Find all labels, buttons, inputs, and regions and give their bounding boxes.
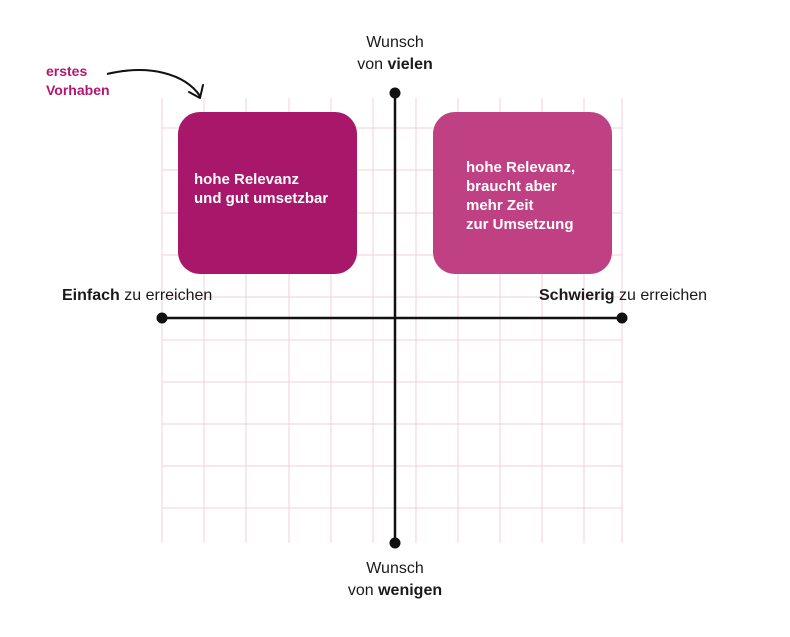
axis-endpoint-left	[156, 312, 168, 324]
axis-label-right: Schwierig zu erreichen	[539, 285, 707, 307]
axis-endpoint-right	[616, 312, 628, 324]
axis-endpoint-top	[389, 87, 401, 99]
quadrant-text-top-right: hohe Relevanz, braucht aber mehr Zeit zu…	[466, 159, 576, 233]
annotation-note: erstes Vorhaben	[46, 62, 110, 100]
axis-label-bottom: Wunsch von wenigen	[320, 558, 470, 602]
axis-label-bottom-prefix: von	[347, 582, 379, 599]
axis-label-bottom-bold: wenigen	[378, 582, 443, 599]
axis-label-top-line1: Wunsch	[366, 34, 424, 51]
axis-label-bottom-line1: Wunsch	[366, 560, 424, 577]
axis-label-left: Einfach zu erreichen	[62, 285, 212, 307]
quadrant-box-top-right: hohe Relevanz, braucht aber mehr Zeit zu…	[433, 112, 612, 274]
axis-label-top: Wunsch von vielen	[320, 32, 470, 76]
axis-label-top-bold: vielen	[387, 56, 433, 73]
axis-label-top-prefix: von	[357, 56, 388, 73]
axis-label-bottom-line2: von wenigen	[320, 580, 470, 602]
axis-label-right-bold: Schwierig	[539, 287, 615, 304]
arrow-head-icon	[188, 84, 204, 99]
axis-label-left-bold: Einfach	[62, 287, 120, 304]
annotation-arrow-icon	[106, 69, 201, 97]
axis-label-right-rest: zu erreichen	[614, 287, 708, 304]
quadrant-text-top-left: hohe Relevanz und gut umsetzbar	[194, 171, 329, 207]
axis-label-top-line2: von vielen	[320, 54, 470, 76]
axis-endpoint-bottom	[389, 537, 401, 549]
quadrant-box-top-left: hohe Relevanz und gut umsetzbar	[178, 112, 357, 274]
annotation-line1: erstes	[46, 63, 88, 79]
annotation-line2: Vorhaben	[46, 82, 110, 98]
axis-label-left-rest: zu erreichen	[119, 287, 213, 304]
